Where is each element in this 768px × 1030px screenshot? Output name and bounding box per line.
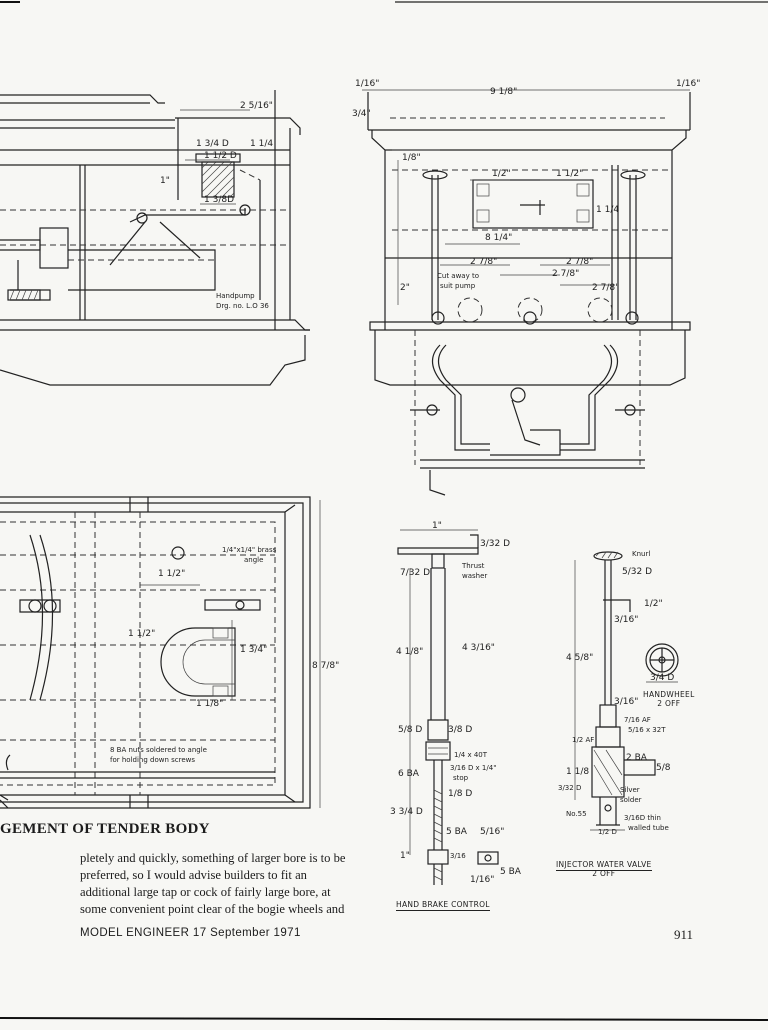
dim-label: 2 7/8" bbox=[470, 257, 497, 267]
dim-label: 7/32 D bbox=[400, 568, 430, 578]
dim-label: 3 3/4 D bbox=[390, 807, 423, 817]
knurl-label: Knurl bbox=[632, 550, 650, 558]
handwheel-drawing bbox=[645, 643, 679, 683]
dim-label: 1/16" bbox=[676, 79, 700, 89]
dim-label: 1/2" bbox=[492, 169, 511, 179]
dim-label: 6 BA bbox=[398, 769, 420, 779]
dim-label: 1 3/4 D bbox=[196, 139, 229, 149]
dim-label: 5/16" bbox=[480, 827, 504, 837]
body-line: some convenient point clear of the bogie… bbox=[80, 902, 345, 916]
washer-label: washer bbox=[462, 572, 487, 580]
dim-label: 3/16 bbox=[450, 852, 466, 860]
dim-label: 5/8 D bbox=[398, 725, 422, 735]
dim-label: 1/2 AF bbox=[572, 736, 594, 744]
suit-pump-label: suit pump bbox=[440, 282, 476, 290]
dim-label: 1/2 D bbox=[598, 828, 617, 836]
handwheel-qty: 2 OFF bbox=[657, 699, 681, 708]
dim-label: 1 1/2 D bbox=[204, 151, 237, 161]
handwheel-title: HANDWHEEL bbox=[643, 690, 695, 699]
magazine-footer: MODEL ENGINEER 17 September 1971 bbox=[80, 927, 301, 939]
dim-label: 1 1/4 bbox=[596, 205, 619, 215]
dim-label: 5 BA bbox=[446, 827, 468, 837]
nuts-note: for holding down screws bbox=[110, 756, 195, 764]
dim-label: 2 5/16" bbox=[240, 101, 273, 111]
dim-label: 1 3/4" bbox=[240, 645, 267, 655]
dim-label: 1" bbox=[160, 176, 170, 186]
stop-label: stop bbox=[453, 774, 469, 782]
injector-valve-caption: INJECTOR WATER VALVE 2 OFF bbox=[556, 860, 652, 878]
dim-label: 1 1/2" bbox=[556, 169, 583, 179]
page-edge-bottom bbox=[0, 1017, 768, 1021]
dim-label: 5 BA bbox=[500, 867, 522, 877]
dim-label: 1/8 D bbox=[448, 789, 472, 799]
dim-label: No.55 bbox=[566, 810, 587, 818]
dim-label: 5/16 x 32T bbox=[628, 726, 666, 734]
page-number: 911 bbox=[674, 927, 694, 942]
dim-label: 1/16" bbox=[470, 875, 494, 885]
dim-label: 1 1/2" bbox=[128, 629, 155, 639]
dim-label: 1/2" bbox=[644, 599, 663, 609]
hand-brake-control-drawing bbox=[397, 529, 499, 885]
dim-label: 2 7/8" bbox=[566, 257, 593, 267]
tender-plan-view bbox=[0, 496, 321, 809]
body-line: additional large tap or cock of fairly l… bbox=[80, 885, 331, 899]
dim-label: 3/32 D bbox=[558, 784, 581, 792]
tube-label: walled tube bbox=[628, 824, 669, 832]
dim-label: 1 1/4 bbox=[250, 139, 273, 149]
dim-label: 5/32 D bbox=[622, 567, 652, 577]
nuts-note: 8 BA nuts soldered to angle bbox=[110, 746, 207, 754]
dim-label: 3/16" bbox=[614, 615, 638, 625]
dim-label: 2 7/8" bbox=[592, 283, 619, 293]
dim-label: 1" bbox=[432, 521, 442, 531]
dim-label: 2" bbox=[400, 283, 410, 293]
injector-valve-qty: 2 OFF bbox=[592, 869, 616, 878]
dim-label: 1 1/2" bbox=[158, 569, 185, 579]
body-line: preferred, so I would advise builders to… bbox=[80, 868, 307, 882]
thrust-label: Thrust bbox=[461, 562, 485, 570]
handpump-label: Handpump bbox=[216, 292, 255, 300]
dim-label: 5/8 bbox=[656, 763, 671, 773]
dim-label: 3/4 D bbox=[650, 673, 674, 683]
tender-body-caption: GEMENT OF TENDER BODY bbox=[0, 821, 210, 837]
solder-label: solder bbox=[620, 796, 642, 804]
dim-label: 1/16" bbox=[355, 79, 379, 89]
tender-side-elevation bbox=[0, 90, 310, 386]
angle-note: 1/4"x1/4" brass bbox=[222, 546, 277, 554]
dim-label: 4 1/8" bbox=[396, 647, 423, 657]
handpump-drawing-label: Drg. no. L.O 36 bbox=[216, 302, 269, 310]
dim-label: 3/32 D bbox=[480, 539, 510, 549]
dim-label: 9 1/8" bbox=[490, 87, 517, 97]
dim-label: 8 1/4" bbox=[485, 233, 512, 243]
dim-label: 3/16" bbox=[614, 697, 638, 707]
article-paragraph: pletely and quickly, something of larger… bbox=[80, 850, 384, 918]
thin-label: 3/16D thin bbox=[624, 814, 661, 822]
hand-brake-title: HAND BRAKE CONTROL bbox=[396, 900, 490, 911]
cut-away-label: Cut away to bbox=[437, 272, 479, 280]
dim-label: 7/16 AF bbox=[624, 716, 651, 724]
dim-label: 1 1/8" bbox=[196, 699, 223, 709]
tender-end-elevation bbox=[362, 89, 691, 496]
angle-note: angle bbox=[244, 556, 263, 564]
handwheel-caption: HANDWHEEL 2 OFF bbox=[643, 690, 695, 708]
dim-label: 3/16 D x 1/4" bbox=[450, 764, 496, 772]
hand-brake-caption: HAND BRAKE CONTROL bbox=[396, 900, 490, 911]
dim-label: 2 7/8" bbox=[552, 269, 579, 279]
dim-label: 1" bbox=[400, 851, 410, 861]
dim-label: 8 7/8" bbox=[312, 661, 339, 671]
dim-label: 1/8" bbox=[402, 153, 421, 163]
dim-label: 3/4" bbox=[352, 109, 371, 119]
dim-label: 1/4 x 40T bbox=[454, 751, 488, 759]
injector-valve-title: INJECTOR WATER VALVE bbox=[556, 860, 652, 871]
silver-label: Silver bbox=[620, 786, 640, 794]
dim-label: 4 5/8" bbox=[566, 653, 593, 663]
dim-label: 3/8 D bbox=[448, 725, 472, 735]
injector-water-valve-drawing bbox=[574, 551, 656, 831]
body-line: pletely and quickly, something of larger… bbox=[80, 851, 346, 865]
dim-label: 2 BA bbox=[626, 753, 648, 763]
dim-label: 4 3/16" bbox=[462, 643, 495, 653]
dim-label: 1 1/8 bbox=[566, 767, 589, 777]
dim-label: 1 3/8D bbox=[204, 195, 234, 205]
